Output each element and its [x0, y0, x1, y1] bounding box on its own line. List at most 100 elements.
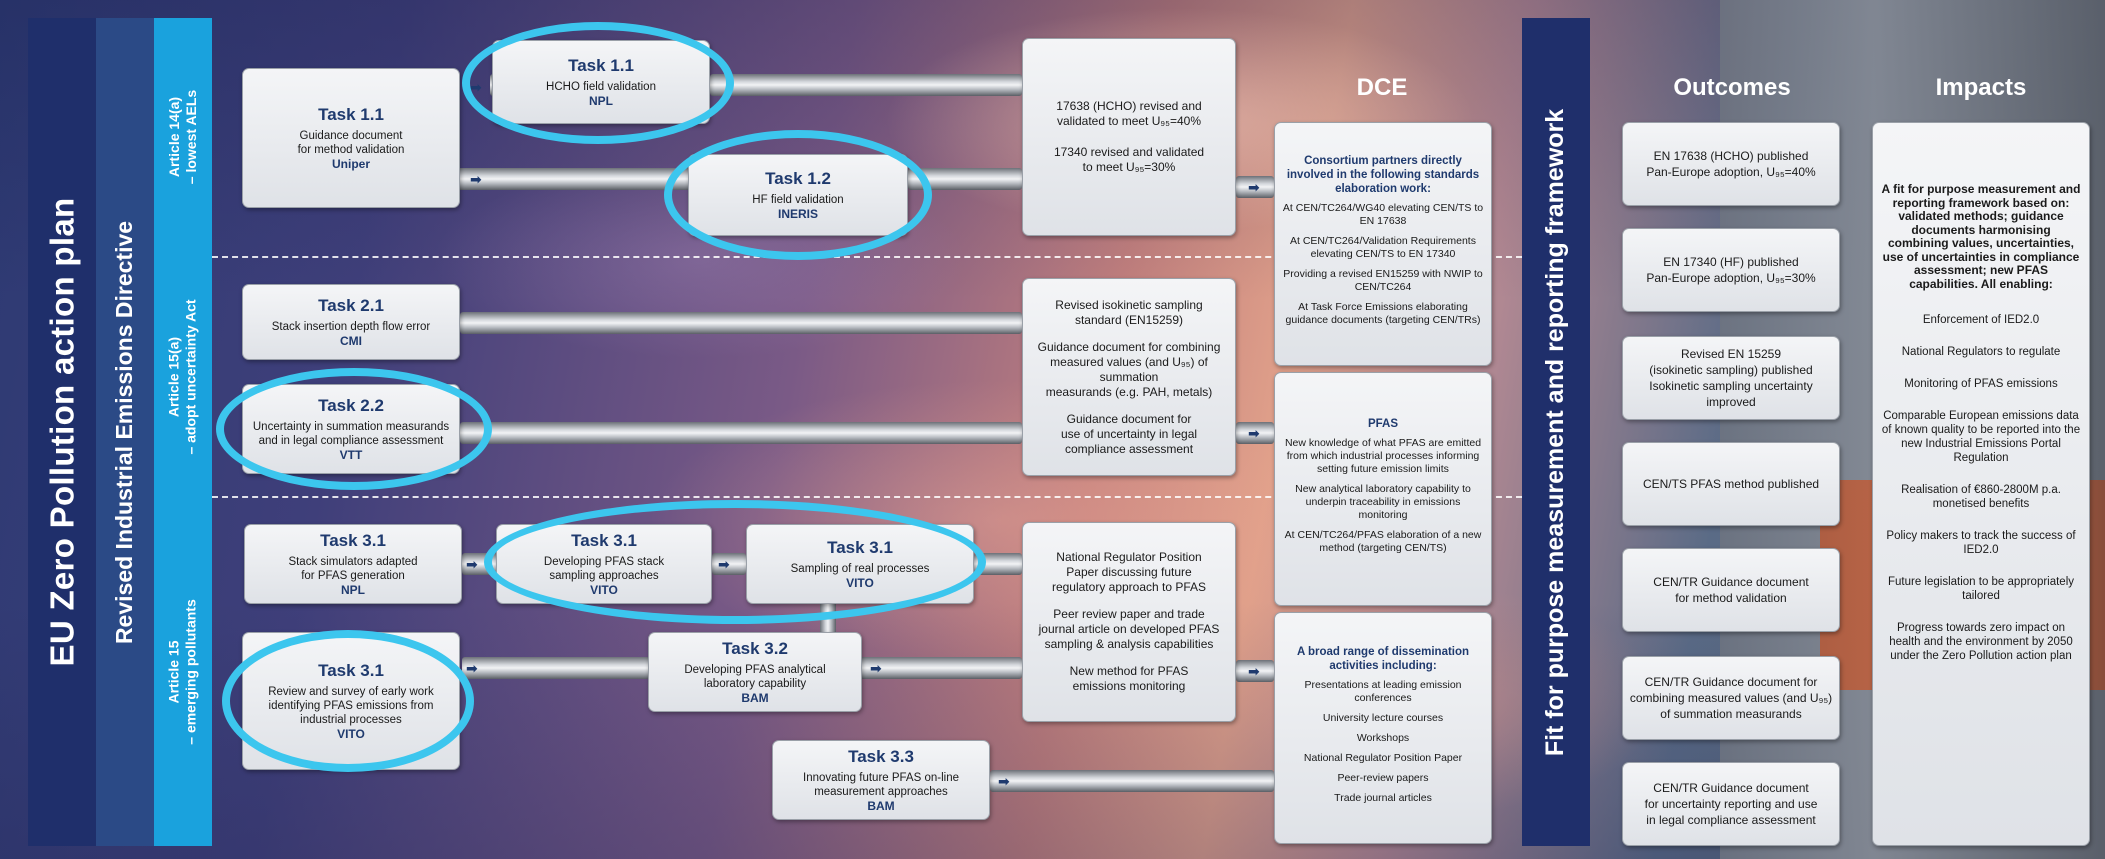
task-desc: for method validation	[297, 144, 405, 156]
task-desc: HCHO field validation	[546, 81, 656, 93]
arrow-icon: ➡	[470, 79, 482, 95]
pipe	[820, 604, 836, 634]
arrow-icon: ➡	[998, 773, 1010, 789]
dce-item: Trade journal articles	[1334, 791, 1432, 804]
section-divider-2	[212, 496, 1522, 498]
outcome-line: CEN/TS PFAS method published	[1642, 477, 1820, 491]
task-3-1-stack-simulators: Task 3.1 Stack simulators adapted for PF…	[244, 524, 462, 604]
result-line: to meet U₉₅=30%	[1082, 160, 1176, 174]
result-line: measured values (and U₉₅) of summation	[1050, 354, 1208, 384]
task-1-1-hcho-validation: Task 1.1 HCHO field validation NPL	[492, 40, 710, 124]
task-title: Task 2.2	[318, 396, 384, 415]
result-line: Peer review paper and trade	[1053, 607, 1205, 621]
dce-item: At CEN/TC264/WG40 elevating CEN/TS to EN…	[1282, 202, 1484, 227]
pipe	[1236, 422, 1274, 444]
task-org: BAM	[741, 691, 769, 705]
task-org: NPL	[589, 94, 613, 108]
impact-item: Future legislation to be appropriately t…	[1887, 576, 2075, 602]
result-line: regulatory approach to PFAS	[1051, 580, 1207, 594]
task-org: VTT	[339, 448, 363, 462]
dce-item: At CEN/TC264/PFAS elaboration of a new m…	[1284, 528, 1482, 554]
task-desc: for PFAS generation	[301, 570, 405, 582]
outcome-line: for method validation	[1675, 591, 1787, 605]
impact-item: Policy makers to track the success of IE…	[1886, 530, 2076, 556]
pipe	[712, 553, 746, 575]
article-15a-section: Article 15(a)– adopt uncertainty Act	[154, 258, 212, 496]
task-3-1-review-survey: Task 3.1 Review and survey of early work…	[242, 632, 460, 770]
task-desc: Developing PFAS analytical	[684, 664, 826, 676]
result-line: New method for PFAS	[1069, 664, 1189, 678]
task-desc: Uncertainty in summation measurands	[252, 421, 450, 433]
results-task1: 17638 (HCHO) revised and validated to me…	[1022, 38, 1236, 236]
fit-for-purpose-label: Fit for purpose measurement and reportin…	[1541, 108, 1570, 756]
dce-header: DCE	[1356, 74, 1408, 101]
impact-item: Progress towards zero impact on health a…	[1889, 622, 2073, 662]
task-title: Task 3.1	[571, 531, 637, 550]
arrow-icon: ➡	[470, 171, 482, 187]
dce-heading: PFAS	[1367, 417, 1399, 430]
outcomes-header: Outcomes	[1673, 74, 1791, 101]
task-1-2-hf-validation: Task 1.2 HF field validation INERIS	[688, 154, 908, 236]
result-line: Guidance document for	[1066, 411, 1192, 426]
dce-item: University lecture courses	[1322, 711, 1444, 724]
task-title: Task 3.2	[722, 639, 788, 658]
task-desc: Stack insertion depth flow error	[271, 321, 431, 333]
outcome-line: in legal compliance assessment	[1646, 813, 1816, 827]
result-line: National Regulator Position	[1056, 550, 1202, 564]
result-line: Revised isokinetic sampling	[1055, 297, 1203, 312]
ied-label: Revised Industrial Emissions Directive	[111, 220, 138, 644]
dce-item: National Regulator Position Paper	[1303, 751, 1463, 764]
impacts-header: Impacts	[1935, 74, 2027, 101]
outcome-line: CEN/TR Guidance document	[1653, 575, 1809, 589]
arrow-icon: ➡	[466, 660, 478, 676]
task-org: VITO	[846, 576, 874, 590]
outcome-line: Revised EN 15259	[1680, 347, 1782, 361]
result-line: emissions monitoring	[1072, 679, 1186, 693]
dce-item: New knowledge of what PFAS are emitted f…	[1284, 436, 1482, 475]
pipe	[710, 74, 1022, 96]
outcome-en15259: Revised EN 15259 (isokinetic sampling) p…	[1622, 336, 1840, 420]
dce-consortium-box: Consortium partners directly involved in…	[1274, 122, 1492, 366]
task-desc: Innovating future PFAS on-line	[803, 772, 959, 784]
result-line: journal article on developed PFAS	[1038, 622, 1220, 636]
task-3-1-real-processes: Task 3.1 Sampling of real processes VITO	[746, 524, 974, 604]
article-15a-label: Article 15(a)– adopt uncertainty Act	[166, 299, 199, 455]
task-3-2-lab-capability: Task 3.2 Developing PFAS analytical labo…	[648, 632, 862, 712]
task-desc: and in legal compliance assessment	[258, 435, 444, 447]
task-title: Task 1.1	[568, 56, 634, 75]
result-line: Paper discussing future	[1066, 565, 1192, 579]
dce-item: Providing a revised EN15259 with NWIP to…	[1283, 268, 1483, 293]
article-bar	[154, 18, 212, 846]
dce-item: At CEN/TC264/Validation Requirements ele…	[1290, 235, 1476, 260]
results-task3: National Regulator Position Paper discus…	[1022, 522, 1236, 722]
pipe	[1236, 176, 1274, 198]
result-line: measurands (e.g. PAH, metals)	[1045, 384, 1213, 399]
article-15-label: Article 15– emerging pollutants	[166, 599, 199, 745]
result-line: use of uncertainty in legal	[1060, 426, 1198, 441]
outcome-line: Pan-Europe adoption, U₉₅=30%	[1646, 271, 1816, 285]
task-org: VITO	[337, 727, 365, 741]
fit-for-purpose-bar: Fit for purpose measurement and reportin…	[1522, 18, 1590, 846]
outcome-en17340: EN 17340 (HF) published Pan-Europe adopt…	[1622, 228, 1840, 312]
task-org: Uniper	[331, 157, 370, 171]
task-desc: Developing PFAS stack	[543, 556, 665, 568]
dce-heading: A broad range of dissemination activitie…	[1296, 645, 1470, 672]
task-2-2-uncertainty: Task 2.2 Uncertainty in summation measur…	[242, 384, 460, 474]
task-2-1-flow-error: Task 2.1 Stack insertion depth flow erro…	[242, 284, 460, 360]
result-line: Guidance document for combining	[1037, 339, 1221, 354]
task-3-1-stack-sampling: Task 3.1 Developing PFAS stack sampling …	[496, 524, 712, 604]
task-title: Task 1.1	[318, 105, 384, 124]
outcome-pfas-method: CEN/TS PFAS method published	[1622, 442, 1840, 526]
task-title: Task 3.1	[320, 531, 386, 550]
dce-pfas-box: PFAS New knowledge of what PFAS are emit…	[1274, 372, 1492, 606]
outcome-line: CEN/TR Guidance document	[1653, 781, 1809, 795]
arrow-icon: ➡	[718, 556, 730, 572]
result-line: standard (EN15259)	[1074, 312, 1184, 327]
task-desc: laboratory capability	[703, 678, 807, 690]
impact-item: Comparable European emissions data of kn…	[1881, 410, 2081, 464]
task-org: NPL	[341, 583, 365, 597]
task-desc: Stack simulators adapted	[288, 556, 418, 568]
impact-item: Monitoring of PFAS emissions	[1904, 378, 2058, 390]
task-org: BAM	[867, 799, 895, 813]
impacts-box: A fit for purpose measurement and report…	[1872, 122, 2090, 846]
